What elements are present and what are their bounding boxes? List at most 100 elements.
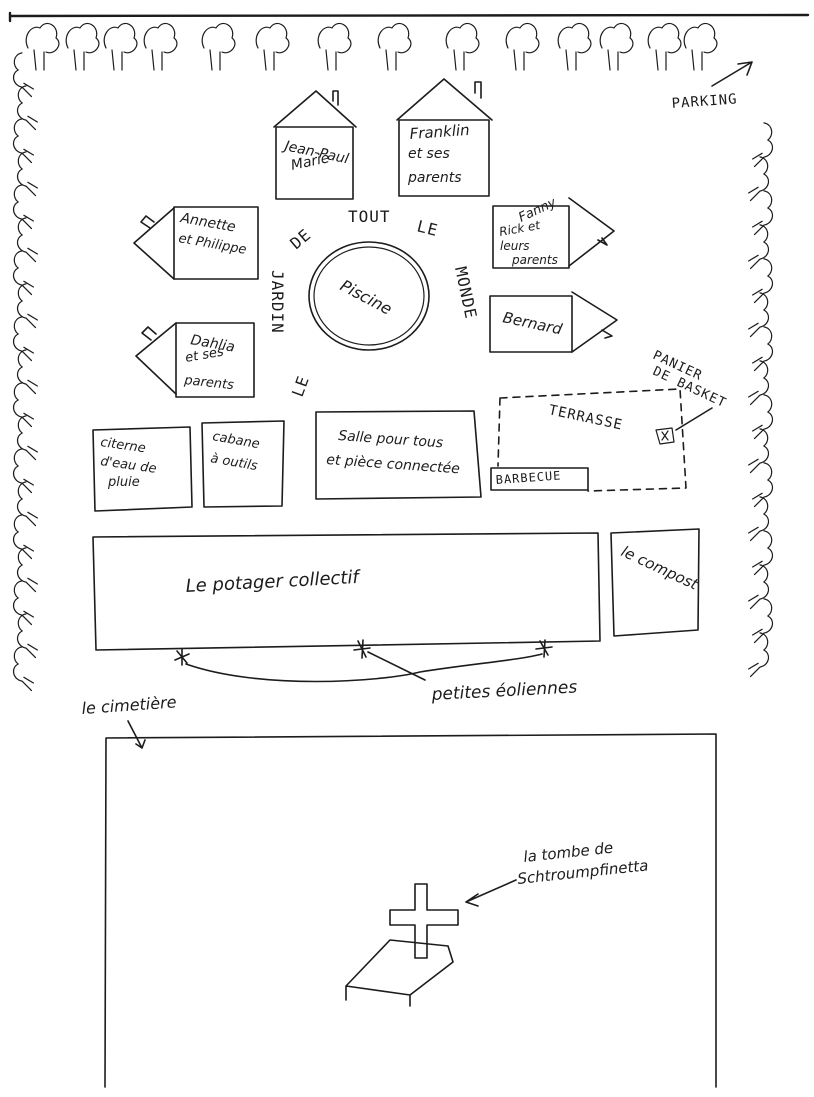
- left-tree-icon-8: [16, 283, 38, 329]
- right-tree-icon-5: [752, 258, 774, 304]
- right-tree-icon-16: [748, 632, 770, 678]
- wind-turbine-icon-middle: [353, 639, 371, 659]
- terrace-dashed-outline: [497, 388, 687, 492]
- house-fanny-roof: [568, 197, 615, 267]
- right-tree-row: [748, 122, 774, 678]
- left-tree-icon-12: [16, 415, 38, 461]
- house-fanny-label-line3: leurs: [500, 239, 530, 253]
- rain-tank-label-line1: citerne: [99, 435, 146, 456]
- top-tree-icon-13: [647, 23, 682, 71]
- barbecue-box: [490, 467, 589, 491]
- basketball-hoop-icon: [655, 427, 675, 445]
- house-bernard-label: Bernard: [501, 308, 564, 338]
- top-tree-icon-2: [65, 23, 100, 71]
- house-dahlia-body: [175, 322, 255, 398]
- house-annette-label-line2: et Philippe: [177, 231, 247, 258]
- house-dahlia-roof: [135, 322, 177, 395]
- terrace-label: TERRASSE: [547, 402, 624, 433]
- parking-label: PARKING: [671, 91, 738, 112]
- common-room: Salle pour tous et pièce connectée: [315, 410, 482, 500]
- paper-top-edge: [8, 11, 810, 23]
- wind-turbine-icon-right: [535, 639, 553, 658]
- left-tree-icon-13: [12, 448, 34, 494]
- cemetery-label: le cimetière: [81, 692, 177, 718]
- house-annette-body: [173, 206, 259, 280]
- left-tree-row: [12, 52, 38, 692]
- top-tree-icon-10: [505, 23, 540, 71]
- top-tree-icon-3: [103, 23, 138, 71]
- wind-turbines: petites éoliennes: [174, 639, 578, 705]
- house-franklin: Franklin et ses parents: [396, 78, 493, 197]
- right-tree-icon-15: [752, 598, 774, 644]
- vegetable-garden-box: [92, 532, 601, 651]
- right-tree-icon-2: [748, 156, 770, 202]
- common-room-label-line1: Salle pour tous: [338, 428, 444, 451]
- right-tree-icon-13: [752, 530, 774, 576]
- vegetable-garden: Le potager collectif: [92, 532, 601, 651]
- house-jean-paul-roof: [273, 90, 357, 128]
- house-fanny-body: [492, 205, 570, 269]
- top-tree-icon-4: [143, 23, 178, 71]
- wind-turbine-icon-left: [174, 648, 190, 666]
- house-bernard: Bernard: [489, 291, 618, 353]
- top-tree-icon-5: [201, 23, 236, 71]
- tool-shed: cabane à outils: [201, 420, 285, 508]
- right-tree-icon-12: [748, 496, 770, 542]
- left-tree-icon-16: [16, 547, 38, 593]
- garden-title-word-monde: MONDE: [451, 265, 481, 321]
- house-fanny-label-line2: Rick et: [498, 218, 542, 239]
- left-tree-icon-18: [16, 613, 38, 659]
- cemetery-arrow-icon: [127, 720, 146, 749]
- house-franklin-roof: [396, 78, 493, 121]
- house-franklin-label-line3: parents: [407, 170, 462, 186]
- terrace-area: TERRASSE PANIER DE BASKET BARBECUE: [490, 348, 729, 492]
- grave-arrow-icon: [465, 879, 517, 907]
- pool-label: Piscine: [337, 276, 395, 319]
- pool: Piscine: [308, 241, 430, 351]
- house-dahlia: Dahlia et ses parents: [135, 322, 255, 398]
- left-tree-icon-11: [12, 382, 34, 428]
- house-fanny-label-line4: parents: [511, 253, 558, 267]
- pool-outer-ring: [308, 241, 430, 351]
- garden-title-word-de: DE: [286, 225, 315, 253]
- vegetable-garden-label: Le potager collectif: [185, 567, 362, 597]
- house-dahlia-label-line3: parents: [183, 373, 235, 393]
- garden-title-word-jardin: JARDIN: [268, 270, 287, 334]
- garden-title-word-le-first: LE: [288, 373, 313, 399]
- house-dahlia-label-line2: et ses: [184, 344, 225, 366]
- top-tree-icon-9: [445, 23, 480, 71]
- tool-shed-box: [201, 420, 285, 508]
- house-franklin-body: [398, 119, 490, 197]
- house-jean-paul-marie: Jean-Paul Marie: [273, 90, 357, 200]
- grave-cross-icon: [389, 883, 459, 959]
- right-tree-icon-6: [748, 292, 770, 338]
- left-tree-icon-7: [12, 250, 34, 296]
- left-tree-icon-17: [12, 580, 34, 626]
- compost-label: le compost: [618, 542, 701, 594]
- left-tree-icon-1: [12, 52, 34, 98]
- top-tree-icon-12: [599, 23, 634, 71]
- right-tree-icon-7: [752, 326, 774, 372]
- left-tree-icon-19: [12, 646, 34, 692]
- rain-tank-label-line2: d'eau de: [99, 454, 157, 477]
- compost: le compost: [610, 528, 702, 637]
- garden-title-word-le-second: LE: [415, 216, 440, 240]
- right-tree-icon-10: [748, 428, 770, 474]
- house-annette-philippe: Annette et Philippe: [133, 206, 259, 280]
- house-jean-paul-body: [275, 126, 354, 200]
- house-jean-paul-label-line2: Marie: [290, 150, 331, 174]
- pool-inner-ring: [313, 246, 425, 346]
- grave-slab-icon: [345, 939, 454, 1007]
- house-fanny-rick: Fanny Rick et leurs parents: [492, 195, 615, 269]
- top-tree-icon-14: [683, 23, 718, 71]
- tool-shed-label-line2: à outils: [209, 451, 258, 474]
- left-tree-icon-15: [12, 514, 34, 560]
- rain-tank-box: [92, 426, 193, 512]
- top-tree-row: [25, 23, 718, 71]
- house-annette-roof: [133, 207, 175, 280]
- rain-tank-label-line3: pluie: [107, 475, 140, 490]
- wind-turbines-label: petites éoliennes: [430, 677, 578, 705]
- right-tree-icon-11: [752, 462, 774, 508]
- common-room-label-line2: et pièce connectée: [326, 452, 461, 477]
